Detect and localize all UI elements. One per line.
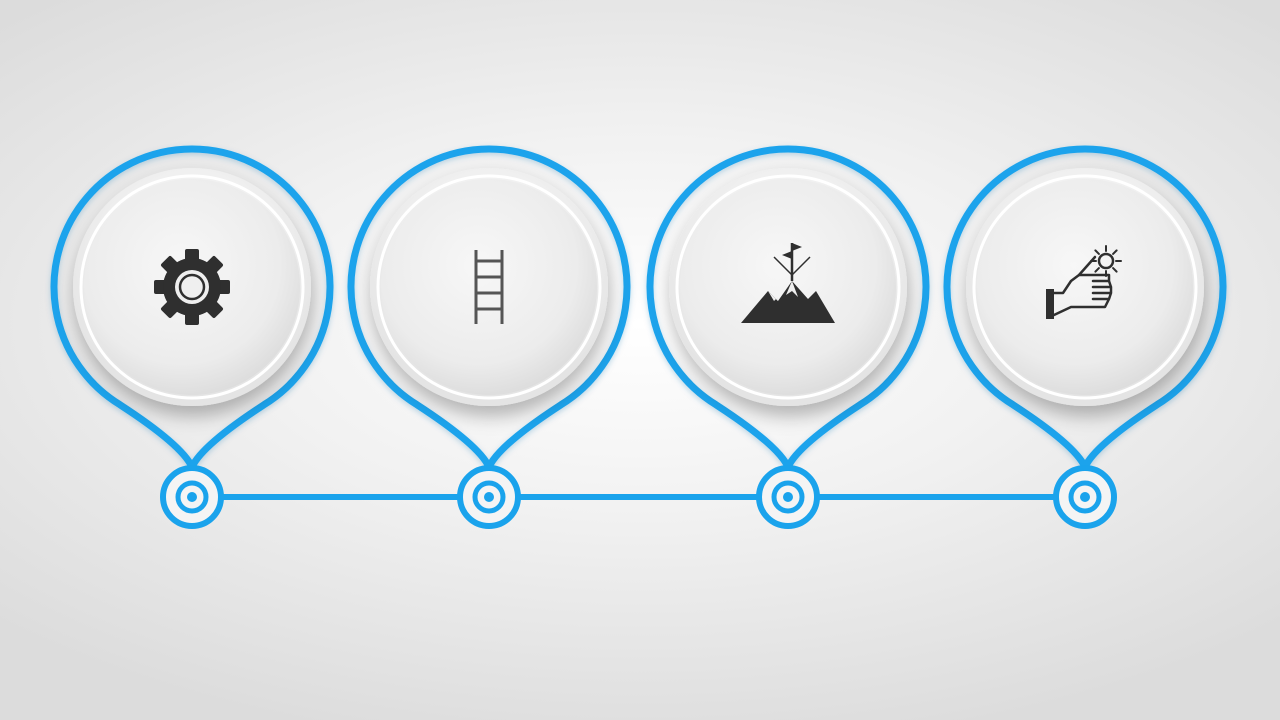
step-disc-rim bbox=[79, 174, 305, 400]
pin-outline bbox=[646, 145, 930, 471]
pin-outline bbox=[50, 145, 334, 471]
pin-outline bbox=[943, 145, 1227, 471]
timeline-node-dot bbox=[484, 492, 494, 502]
hand-sun-icon bbox=[1046, 245, 1122, 319]
timeline-node-dot bbox=[783, 492, 793, 502]
ladder-icon bbox=[474, 250, 504, 324]
step-1 bbox=[50, 145, 334, 529]
gear-icon bbox=[154, 249, 230, 325]
step-disc-face bbox=[381, 179, 597, 395]
timeline-node-dot bbox=[1080, 492, 1090, 502]
step-disc-rim bbox=[376, 174, 602, 400]
step-3 bbox=[646, 145, 930, 529]
step-disc-face bbox=[977, 179, 1193, 395]
pin-outline bbox=[347, 145, 631, 471]
step-disc-rim bbox=[675, 174, 901, 400]
mountain-flag-icon bbox=[741, 243, 835, 323]
step-4 bbox=[943, 145, 1227, 529]
step-disc-rim bbox=[972, 174, 1198, 400]
timeline-node-dot bbox=[187, 492, 197, 502]
step-2 bbox=[347, 145, 631, 529]
